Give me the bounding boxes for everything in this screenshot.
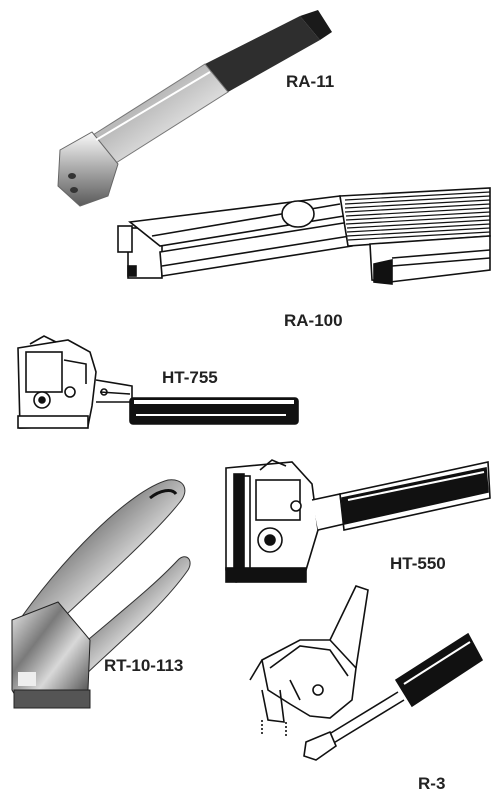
ra11-tacker [57,10,332,207]
ra11-label: RA-11 [286,72,335,91]
ht755-tacker [17,335,299,429]
ht550-label: HT-550 [390,554,446,573]
ra100-label: RA-100 [284,311,343,330]
ht550-tacker [225,459,491,583]
rt10113-label: RT-10-113 [104,656,184,675]
ht755-label: HT-755 [162,368,218,387]
r3-label: R-3 [418,774,446,793]
r3-tool [249,585,484,761]
ra100-tacker [117,187,491,285]
